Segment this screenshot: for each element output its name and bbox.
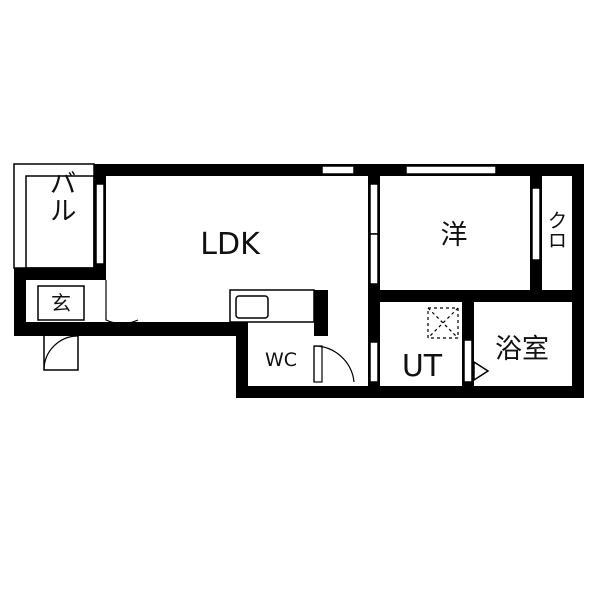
room-label-ldk: LDK — [200, 227, 261, 262]
western-sliding-door-2 — [369, 233, 379, 285]
washing-machine-space — [427, 307, 459, 339]
sliding-doors — [95, 183, 541, 383]
left-wall — [14, 268, 26, 336]
balcony — [13, 163, 95, 269]
ut-sliding-door — [369, 341, 379, 383]
kitchen-counter — [229, 289, 315, 323]
sink — [235, 295, 269, 319]
balcony-inner — [25, 175, 95, 269]
washer-outline — [427, 307, 459, 339]
bath-door — [463, 339, 473, 383]
room-label-entrance: 玄 — [51, 291, 71, 315]
room-label-closet: クロ — [544, 210, 568, 250]
front-door — [43, 336, 79, 371]
wc-door-panel — [313, 345, 323, 383]
ldk-lower-wall — [14, 322, 248, 336]
western-bottom-wall — [368, 290, 584, 302]
ldk-window — [321, 165, 355, 175]
room-label-wc: WC — [265, 349, 297, 371]
room-label-balcony: バル — [45, 169, 76, 223]
bottom-wall — [236, 386, 584, 398]
room-label-bathroom: 浴室 — [495, 334, 549, 365]
kitchen-side-wall — [314, 290, 328, 336]
right-wall — [572, 164, 584, 398]
balcony-wall — [14, 268, 106, 280]
entrance — [37, 280, 139, 371]
bath-entry-marker — [473, 360, 490, 382]
closet-door — [531, 187, 541, 261]
washer-diag-2 — [427, 307, 459, 339]
western-window — [405, 165, 497, 175]
entrance-inner-door — [105, 280, 139, 325]
wc-left-wall — [236, 336, 248, 398]
washer-diag-1 — [427, 307, 459, 339]
wc-door — [313, 345, 355, 383]
room-label-utility: UT — [402, 349, 443, 384]
balcony-sliding-door — [95, 183, 105, 265]
windows — [321, 165, 497, 175]
western-sliding-door-1 — [369, 183, 379, 235]
room-label-western: 洋 — [441, 220, 468, 251]
front-door-swing — [43, 335, 79, 371]
kitchen — [229, 289, 315, 323]
entrance-step — [37, 285, 85, 321]
